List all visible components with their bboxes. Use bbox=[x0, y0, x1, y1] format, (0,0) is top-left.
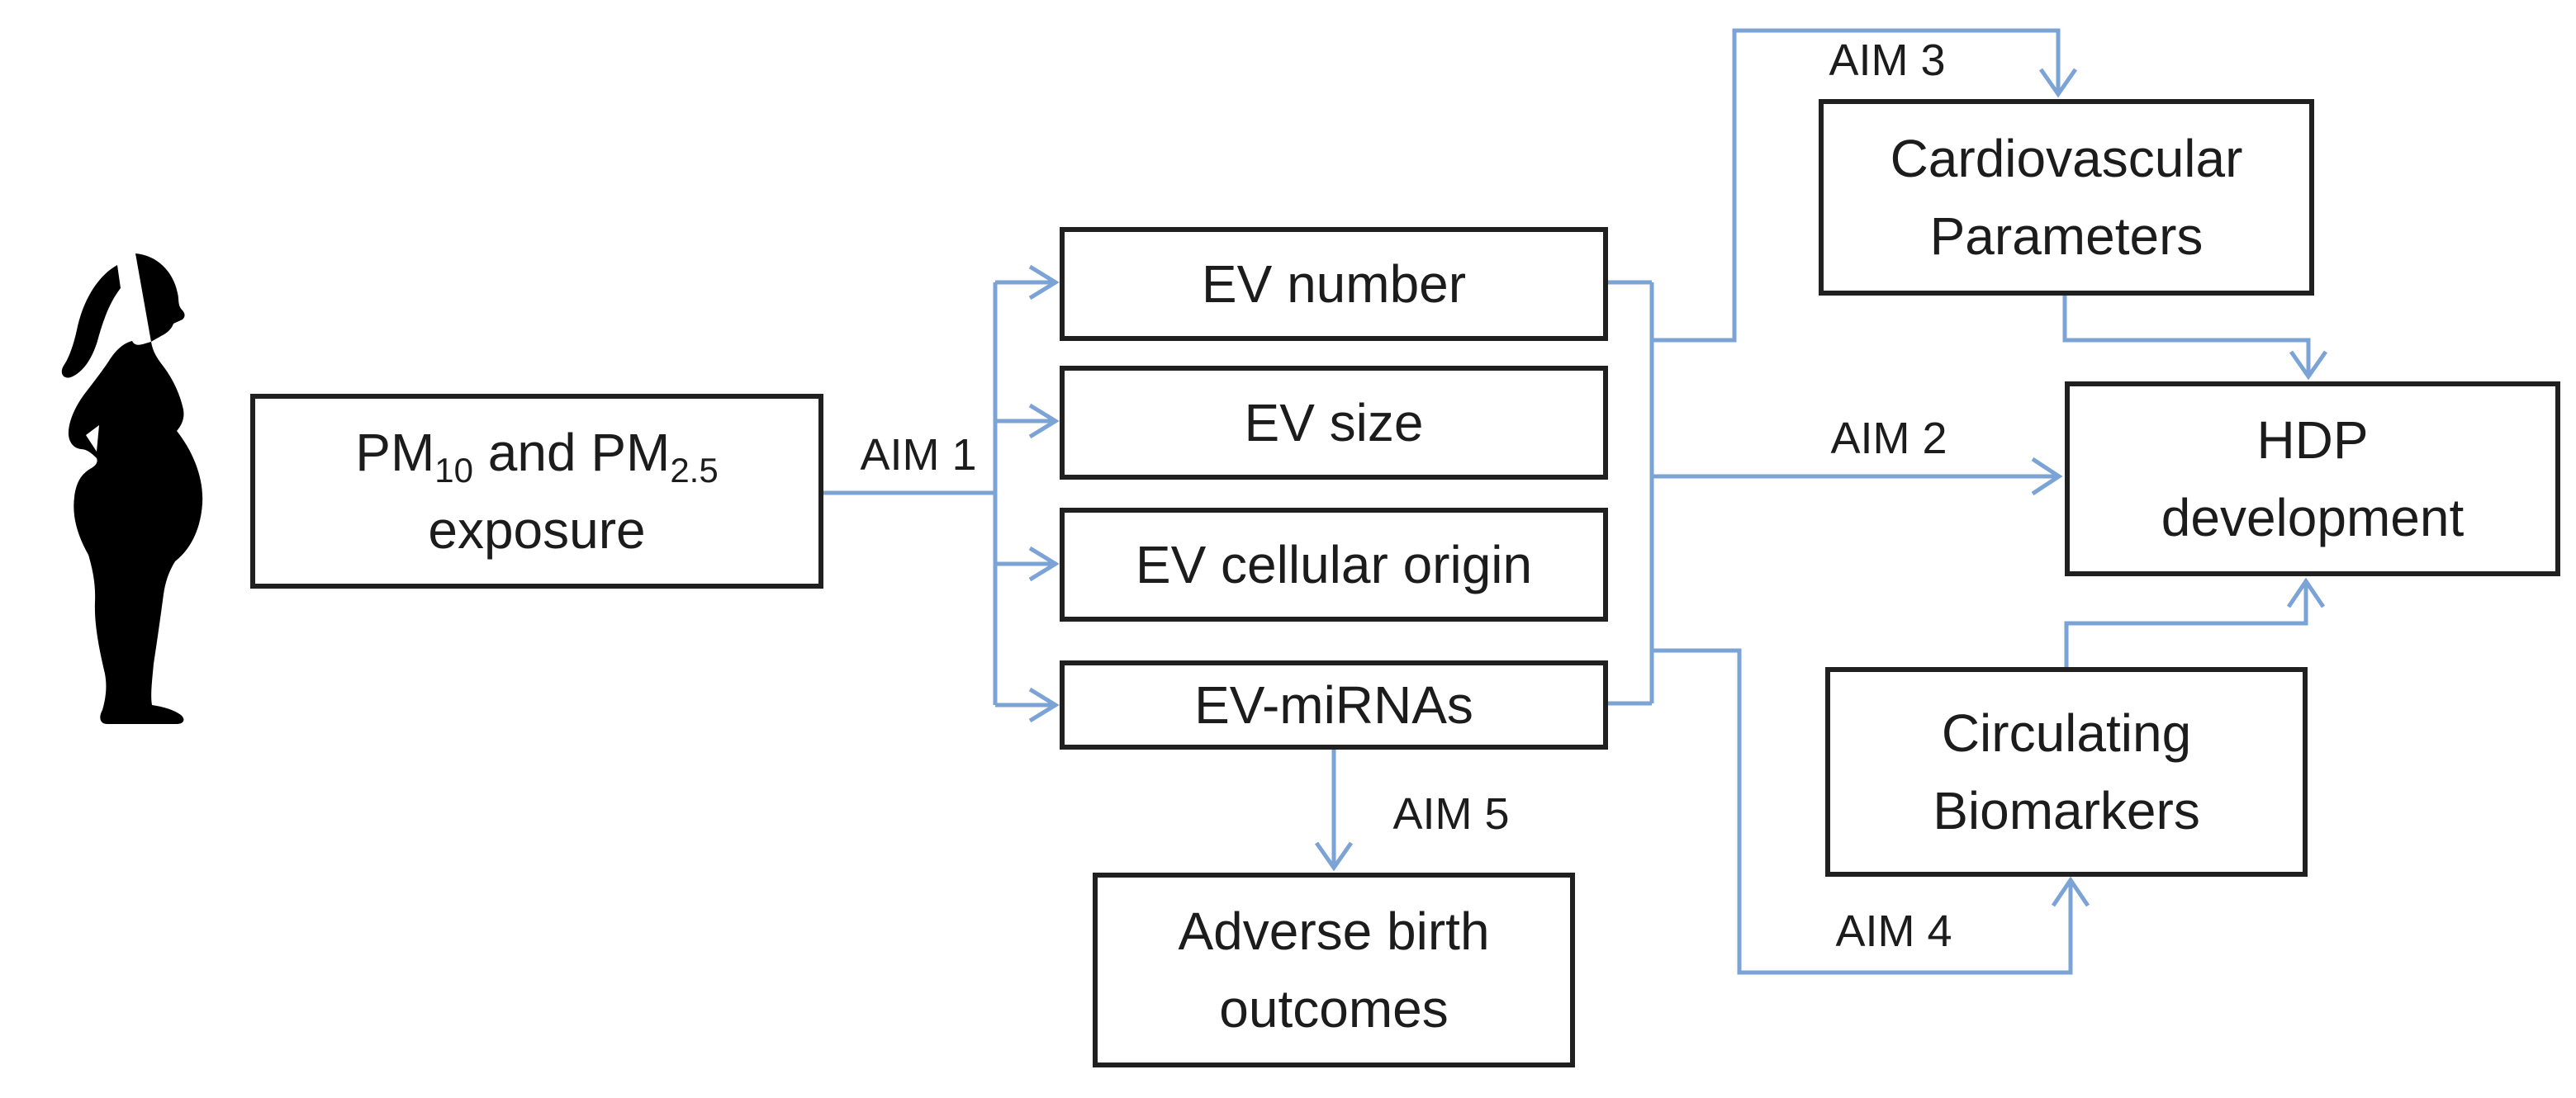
ev-number-box: EV number bbox=[1060, 227, 1608, 341]
cardiovascular-line1: Cardiovascular bbox=[1890, 129, 2243, 188]
aim3-connector bbox=[1652, 28, 2078, 343]
pm-exposure-line1: PM10 and PM2.5 bbox=[355, 423, 719, 490]
aim5-connector bbox=[1314, 750, 1354, 872]
circulating-biomarkers-box: Circulating Biomarkers bbox=[1825, 667, 2308, 877]
hdp-line1: HDP bbox=[2256, 410, 2369, 470]
pregnant-woman-icon bbox=[61, 253, 203, 724]
ev-cellular-origin-box: EV cellular origin bbox=[1060, 508, 1608, 622]
adverse-line1: Adverse birth bbox=[1178, 902, 1490, 961]
cardiovascular-parameters-box: Cardiovascular Parameters bbox=[1819, 99, 2314, 296]
aim3-label: AIM 3 bbox=[1829, 35, 1946, 85]
circ-to-hdp-connector bbox=[2064, 577, 2326, 667]
adverse-birth-outcomes-box: Adverse birth outcomes bbox=[1093, 873, 1575, 1067]
ev-panel-bracket bbox=[1608, 280, 1654, 706]
aim1-connector bbox=[822, 264, 1060, 723]
aim1-label: AIM 1 bbox=[860, 430, 977, 480]
ev-size-label: EV size bbox=[1244, 393, 1424, 452]
aim2-label: AIM 2 bbox=[1830, 414, 1947, 463]
ev-number-label: EV number bbox=[1201, 254, 1467, 314]
hdp-development-box: HDP development bbox=[2065, 381, 2560, 576]
aim2-connector bbox=[1652, 457, 2063, 496]
ev-mirnas-label: EV-miRNAs bbox=[1194, 675, 1473, 735]
adverse-line2: outcomes bbox=[1219, 979, 1449, 1039]
cardio-to-hdp-connector bbox=[2062, 296, 2328, 381]
circulating-line2: Biomarkers bbox=[1933, 781, 2200, 840]
aim4-label: AIM 4 bbox=[1835, 906, 1952, 956]
aim4-connector bbox=[1652, 648, 2090, 975]
cardiovascular-line2: Parameters bbox=[1929, 206, 2204, 266]
pm-exposure-box: PM10 and PM2.5 exposure bbox=[250, 394, 823, 589]
aim5-label: AIM 5 bbox=[1392, 789, 1510, 839]
ev-cellular-origin-label: EV cellular origin bbox=[1135, 535, 1533, 594]
hdp-line2: development bbox=[2161, 488, 2465, 547]
circulating-line1: Circulating bbox=[1941, 703, 2192, 763]
pm-exposure-line2: exposure bbox=[428, 500, 646, 560]
ev-mirnas-box: EV-miRNAs bbox=[1060, 660, 1608, 750]
ev-size-box: EV size bbox=[1060, 366, 1608, 480]
